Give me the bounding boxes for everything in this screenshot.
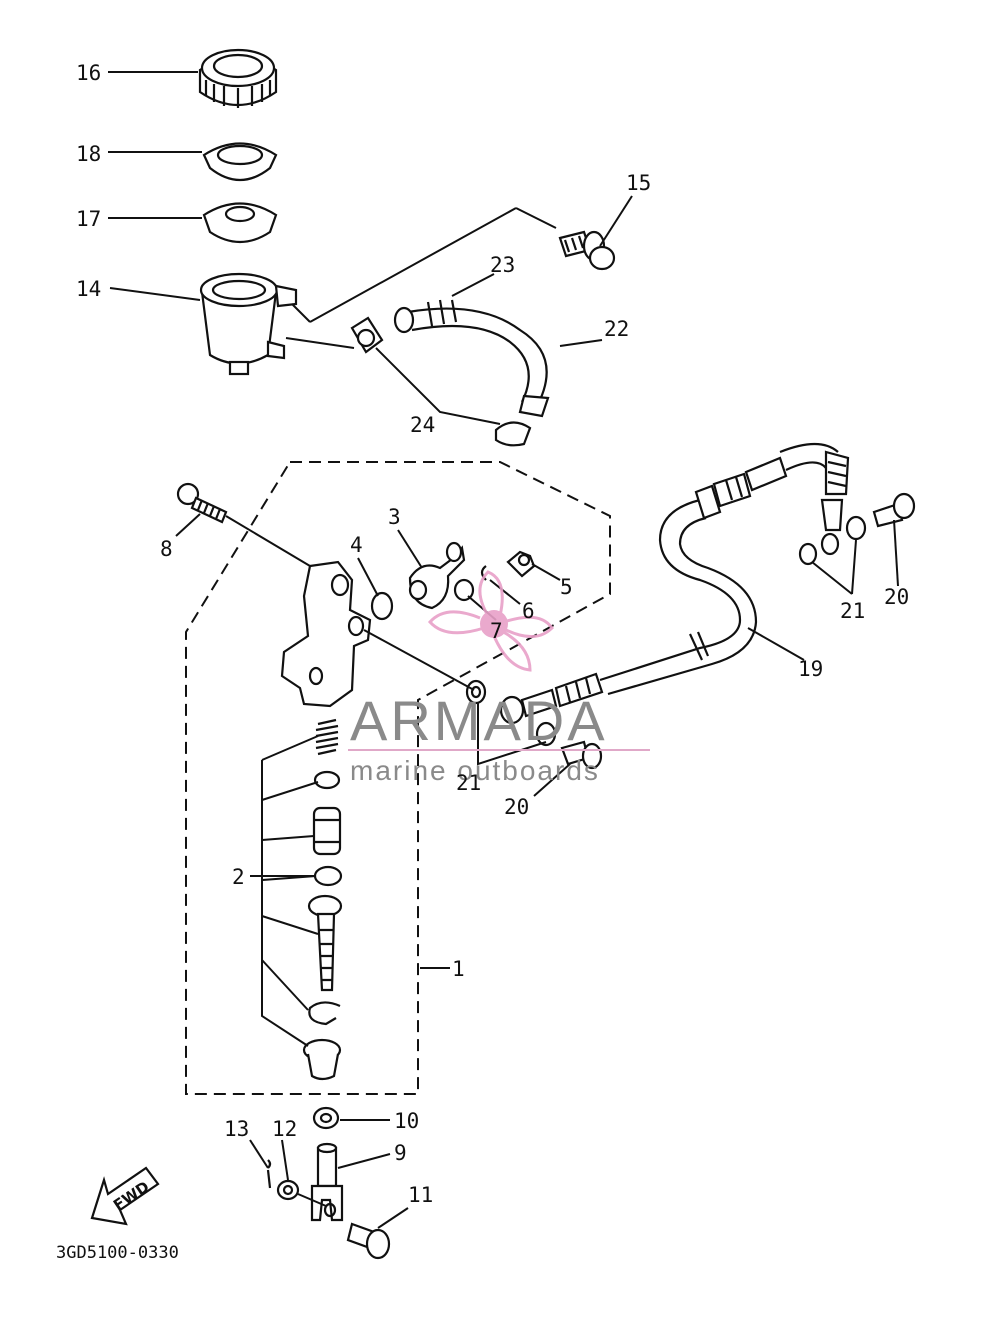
callout-labels: 16 18 17 14 15 23 22 24 8 3 4 5 6 7 19 2… — [56, 61, 909, 1263]
callout-17: 17 — [76, 207, 101, 231]
reservoir-cap-16 — [198, 48, 278, 108]
callout-22: 22 — [604, 317, 629, 341]
master-cylinder-body — [280, 560, 372, 708]
cup-seal — [313, 770, 341, 790]
callout-5: 5 — [560, 575, 573, 599]
banjo-lower — [499, 672, 604, 725]
nut-10 — [312, 1106, 340, 1130]
plate-17 — [202, 202, 278, 243]
leader-lines — [108, 71, 899, 1229]
washer-21-left — [465, 679, 487, 705]
piston — [312, 806, 342, 856]
callout-14: 14 — [76, 277, 101, 301]
callout-4: 4 — [350, 533, 363, 557]
washer-6 — [453, 565, 487, 602]
clip-24-lower — [494, 421, 532, 447]
propeller-logo-icon — [427, 570, 554, 672]
secondary-cup — [313, 865, 343, 887]
fwd-arrow-icon: FWD — [90, 1166, 160, 1226]
cotter-pin-13 — [266, 1159, 272, 1189]
callout-19: 19 — [798, 657, 823, 681]
clevis-9 — [310, 1142, 344, 1222]
watermark-title: ARMADA — [350, 689, 608, 752]
washers-21-right — [798, 515, 867, 566]
callout-12: 12 — [272, 1117, 297, 1141]
callout-6: 6 — [522, 599, 535, 623]
callout-20-right: 20 — [884, 585, 909, 609]
brake-hose-19 — [599, 442, 850, 696]
spring — [315, 718, 339, 756]
bolt-15 — [558, 230, 616, 271]
callout-10: 10 — [394, 1109, 419, 1133]
callout-7: 7 — [490, 619, 503, 643]
callout-21-right: 21 — [840, 599, 865, 623]
pin-11 — [346, 1222, 391, 1260]
o-ring-4 — [370, 591, 394, 621]
hose-22 — [393, 299, 550, 418]
callout-3: 3 — [388, 505, 401, 529]
callout-20-lower: 20 — [504, 795, 529, 819]
bolt-8 — [176, 482, 228, 524]
washer-12 — [276, 1179, 300, 1201]
callout-8: 8 — [160, 537, 173, 561]
reservoir-14 — [199, 272, 298, 376]
callout-15: 15 — [626, 171, 651, 195]
callout-9: 9 — [394, 1141, 407, 1165]
push-rod — [307, 894, 343, 992]
diagram-code: 3GD5100-0330 — [56, 1243, 179, 1263]
boot — [302, 1038, 342, 1081]
callout-21-lower: 21 — [456, 771, 481, 795]
callout-2: 2 — [232, 865, 245, 889]
joint-3 — [408, 541, 466, 610]
callout-18: 18 — [76, 142, 101, 166]
callout-23: 23 — [490, 253, 515, 277]
screw-5 — [506, 550, 536, 578]
callout-1: 1 — [452, 957, 465, 981]
callout-16: 16 — [76, 61, 101, 85]
circlip — [308, 1001, 341, 1026]
callout-11: 11 — [408, 1183, 433, 1207]
callout-13: 13 — [224, 1117, 249, 1141]
clip-24-upper — [350, 316, 384, 354]
callout-24: 24 — [410, 413, 435, 437]
watermark-subtitle: marine outboards — [350, 755, 600, 786]
watermark: ARMADA marine outboards — [348, 570, 650, 786]
washer-21-lower — [535, 721, 557, 747]
assembly-outline — [185, 461, 611, 1095]
diaphragm-18 — [202, 142, 278, 181]
